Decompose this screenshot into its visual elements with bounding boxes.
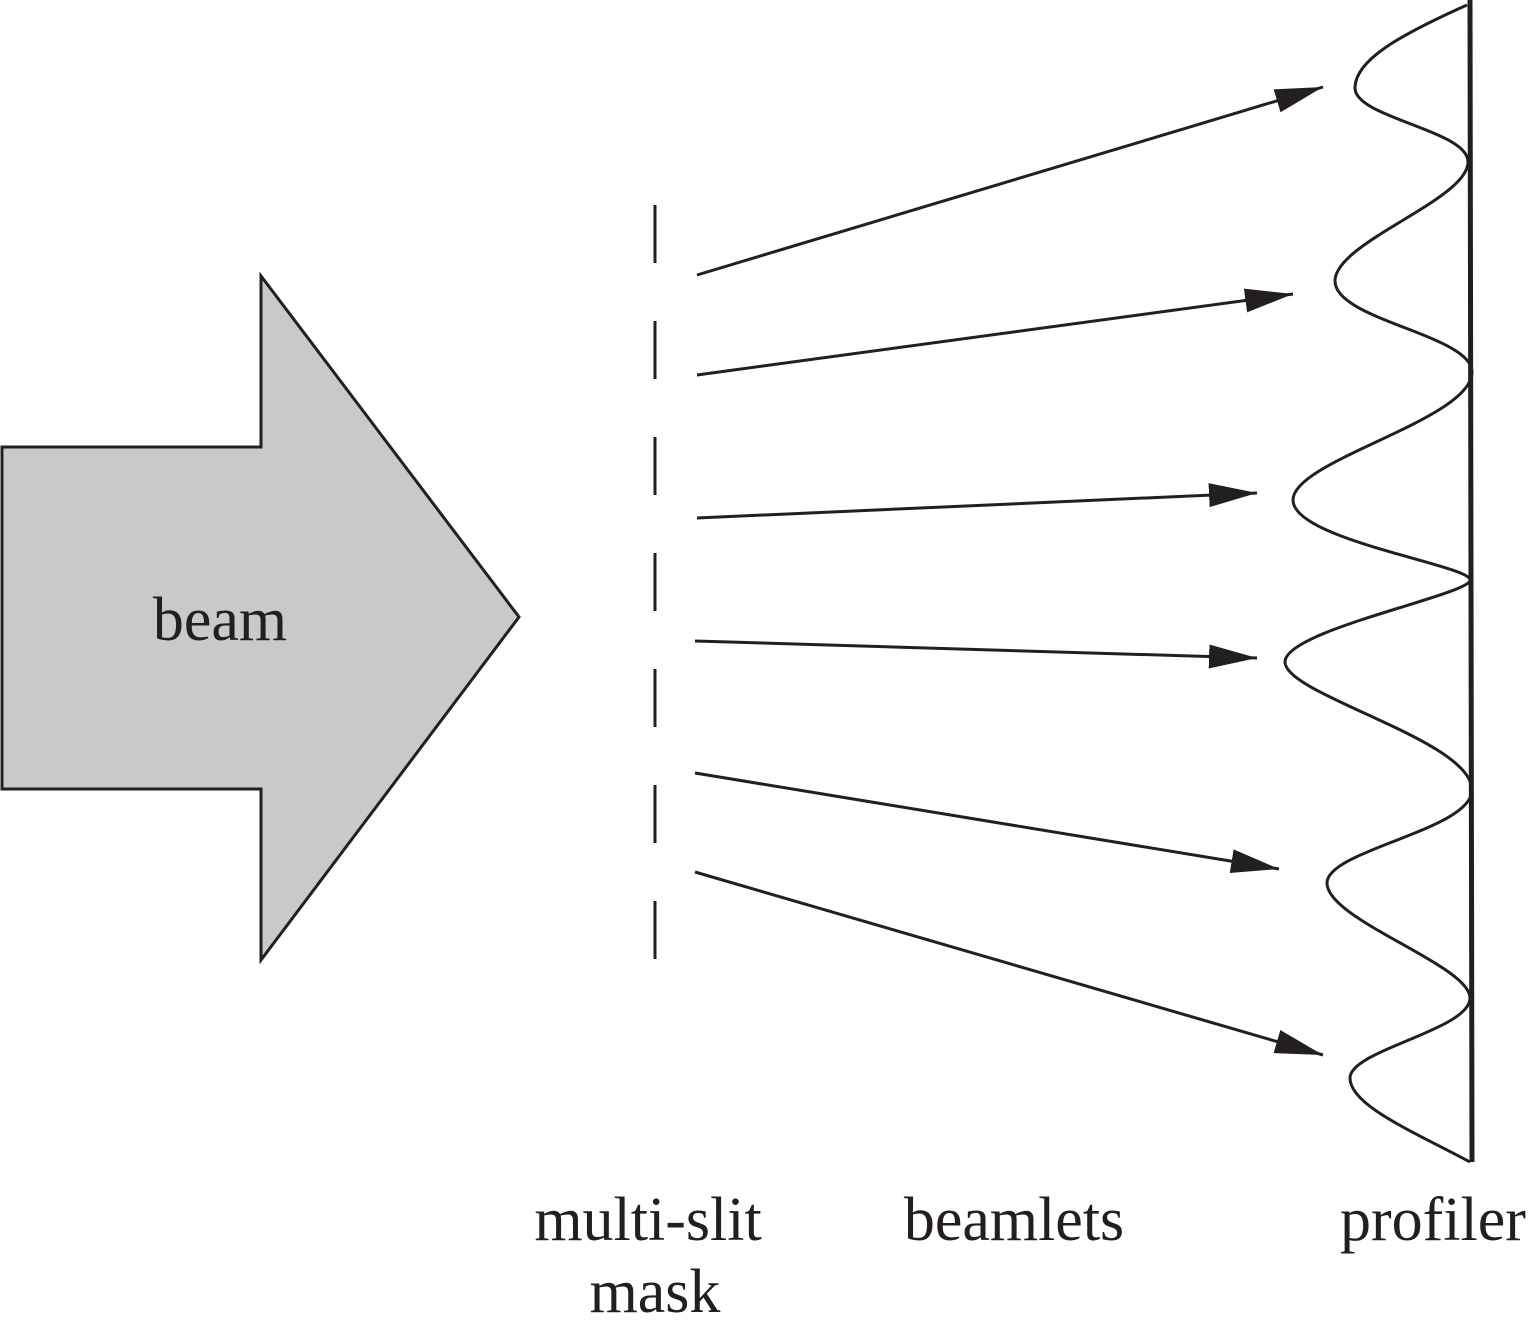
beamlet-6: [694, 870, 1324, 1057]
profile-curve: [1283, 3, 1474, 1164]
profiler-label: profiler: [1340, 1186, 1526, 1254]
mask-label-line1: multi-slit: [534, 1186, 761, 1254]
beam-arrow: beam: [0, 271, 521, 965]
beam-arrow-shape: [0, 271, 521, 965]
beamlet-3: [696, 483, 1258, 520]
beamlet-2: [696, 288, 1294, 377]
beamlet-4: [694, 639, 1258, 669]
beam-label: beam: [153, 586, 287, 654]
beamlet-1: [696, 85, 1324, 277]
beamlets-label: beamlets: [904, 1186, 1124, 1254]
mask-label-line2: mask: [590, 1258, 721, 1326]
beamlet-5: [694, 771, 1280, 874]
beamlets: [694, 85, 1324, 1057]
